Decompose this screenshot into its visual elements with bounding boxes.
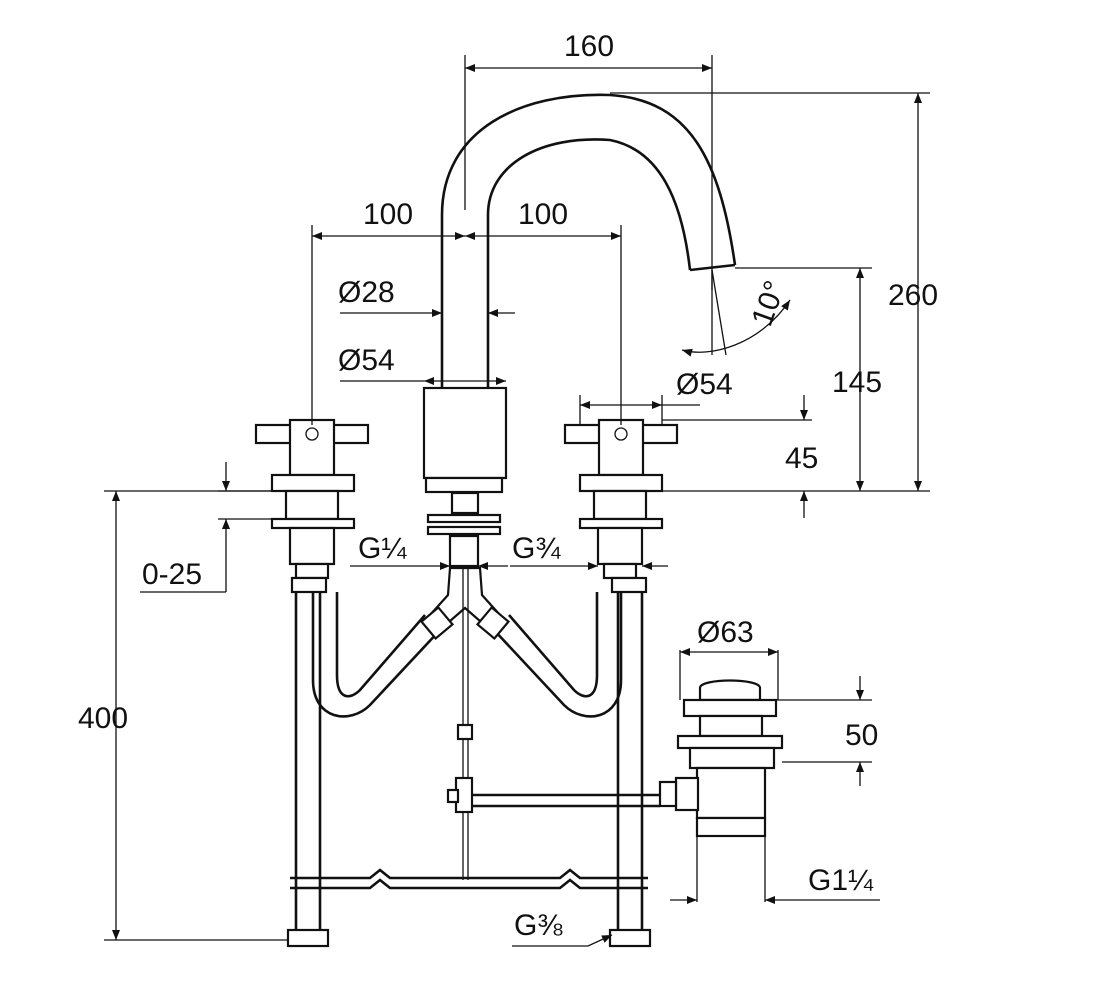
drain-nut bbox=[688, 746, 776, 770]
drain-stopper bbox=[698, 679, 762, 702]
angle-ray-1 bbox=[711, 269, 727, 356]
label-spout-diameter: Ø28 bbox=[338, 276, 395, 309]
right-handle-body bbox=[597, 418, 645, 477]
label-spout-reach: 160 bbox=[564, 30, 614, 63]
left-mix-hose-outer bbox=[311, 592, 441, 718]
label-hose-length: 400 bbox=[78, 702, 128, 735]
spout-inner-curve bbox=[486, 138, 692, 478]
spout bbox=[422, 93, 737, 568]
spout-washer-2 bbox=[426, 525, 502, 536]
dimension-lines bbox=[104, 55, 930, 947]
y-connector bbox=[428, 566, 502, 630]
right-valve-nut bbox=[596, 526, 644, 566]
right-hose-top-fitting bbox=[610, 576, 648, 594]
drain-tailpiece bbox=[695, 816, 767, 838]
left-hose-fitting bbox=[286, 928, 330, 948]
y-connector-nut-left bbox=[419, 605, 455, 641]
left-valve-nut bbox=[288, 526, 336, 566]
lift-rod-coupling bbox=[456, 723, 474, 741]
label-handle-height: 45 bbox=[785, 442, 818, 475]
spout-outer-curve bbox=[440, 93, 737, 478]
left-valve-body bbox=[284, 489, 340, 521]
label-deck-thickness: 0-25 bbox=[142, 558, 202, 591]
right-handle-cap-icon bbox=[614, 427, 628, 441]
mounting-rail bbox=[290, 868, 648, 890]
label-drain-height: 50 bbox=[845, 719, 878, 752]
dimension-labels: 160 100 100 Ø28 Ø54 Ø54 260 145 45 10° 0… bbox=[78, 30, 938, 942]
label-spout-thread: G¼ bbox=[358, 532, 407, 565]
left-valve-outlet bbox=[294, 562, 330, 580]
spout-washer-1 bbox=[426, 513, 502, 524]
spout-nut bbox=[448, 534, 480, 568]
rail-bottom bbox=[290, 878, 648, 890]
label-spout-height: 260 bbox=[888, 279, 938, 312]
angle-arc bbox=[681, 299, 791, 357]
dim-g38-leader bbox=[512, 934, 613, 947]
rail-top bbox=[290, 868, 648, 880]
left-mix-hose-inner bbox=[335, 592, 426, 698]
spout-shank bbox=[450, 491, 480, 515]
label-supply-thread: G⅜ bbox=[514, 909, 563, 942]
right-hose-fitting bbox=[608, 928, 652, 948]
drain-pivot-nut bbox=[658, 780, 678, 808]
right-valve-washer bbox=[578, 517, 664, 530]
drain-pivot-housing bbox=[674, 776, 700, 812]
label-drain-diameter: Ø63 bbox=[697, 616, 754, 649]
label-handle-base-diameter: Ø54 bbox=[676, 368, 733, 401]
right-valve-outlet bbox=[602, 562, 638, 580]
y-connector-nut-right bbox=[475, 605, 511, 641]
label-valve-thread: G¾ bbox=[512, 532, 561, 565]
drain-washer bbox=[676, 734, 784, 750]
left-valve-washer bbox=[270, 517, 356, 530]
label-spout-base-diameter: Ø54 bbox=[338, 344, 395, 377]
label-outlet-height: 145 bbox=[832, 366, 882, 399]
label-angle: 10° bbox=[746, 276, 793, 330]
drain-flange bbox=[682, 698, 778, 718]
drain-neck bbox=[698, 714, 764, 738]
spout-base bbox=[422, 386, 508, 480]
right-handle-flange bbox=[578, 473, 664, 493]
right-mix-hose-inner bbox=[508, 592, 599, 698]
left-handle-cap-icon bbox=[305, 427, 319, 441]
left-hose-top-fitting bbox=[290, 576, 328, 594]
right-mix-hose-outer bbox=[493, 592, 623, 718]
spout-base-ring bbox=[424, 476, 504, 494]
supply-hoses bbox=[286, 566, 652, 948]
right-valve-body bbox=[592, 489, 648, 521]
pivot-clip-screw bbox=[446, 788, 460, 804]
label-drain-thread: G1¼ bbox=[808, 864, 874, 897]
drain-body bbox=[695, 766, 767, 820]
label-right-spacing: 100 bbox=[518, 198, 568, 231]
drain-assembly bbox=[658, 679, 784, 838]
left-handle-flange bbox=[270, 473, 356, 493]
left-valve bbox=[254, 418, 370, 580]
pop-up-rod bbox=[446, 566, 660, 880]
right-valve bbox=[563, 418, 679, 580]
label-left-spacing: 100 bbox=[363, 198, 413, 231]
